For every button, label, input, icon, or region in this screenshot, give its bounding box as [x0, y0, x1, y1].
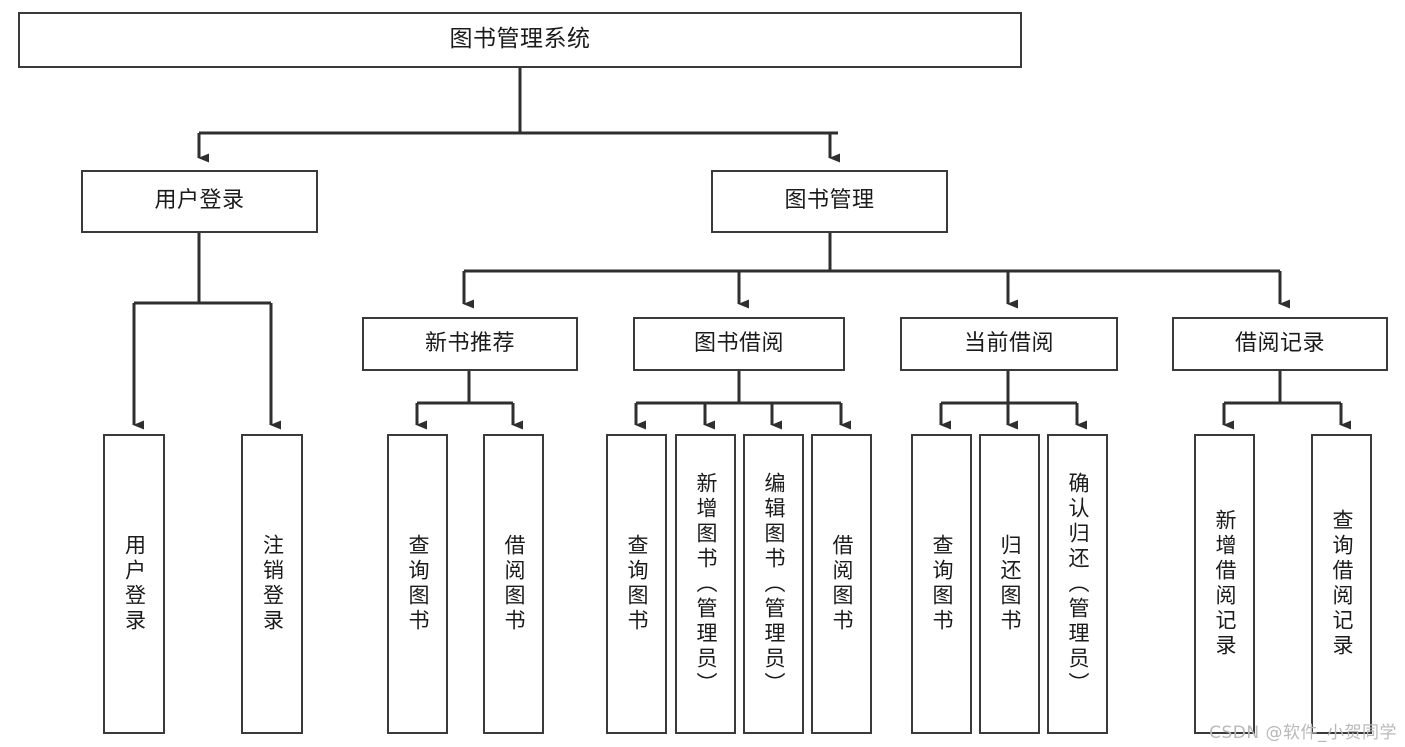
node-root-book-management-system[interactable]: 图书管理系统 [18, 12, 1022, 68]
node-label: 新书推荐 [424, 330, 515, 356]
node-label: 借阅图书 [830, 534, 854, 634]
node-new-book-recommend[interactable]: 新书推荐 [362, 317, 578, 371]
node-label: 用户登录 [154, 188, 245, 214]
node-label: 图书管理系统 [449, 26, 591, 53]
node-leaf-query-book-current[interactable]: 查询图书 [911, 434, 972, 734]
node-leaf-query-borrow-record[interactable]: 查询借阅记录 [1311, 434, 1372, 734]
node-leaf-borrow-book-recommend[interactable]: 借阅图书 [483, 434, 544, 734]
node-leaf-edit-book-admin[interactable]: 编辑图书（管理员） [743, 434, 804, 734]
node-label: 注销登录 [260, 534, 285, 634]
node-label: 确认归还（管理员） [1066, 471, 1090, 697]
node-user-login[interactable]: 用户登录 [81, 170, 318, 233]
node-leaf-add-borrow-record[interactable]: 新增借阅记录 [1194, 434, 1255, 734]
node-borrow-record[interactable]: 借阅记录 [1172, 317, 1388, 371]
node-label: 归还图书 [998, 534, 1022, 634]
node-leaf-query-book-borrow[interactable]: 查询图书 [606, 434, 667, 734]
node-leaf-return-book[interactable]: 归还图书 [979, 434, 1040, 734]
node-leaf-add-book-admin[interactable]: 新增图书（管理员） [675, 434, 736, 734]
node-label: 当前借阅 [963, 330, 1054, 356]
node-label: 新增借阅记录 [1213, 509, 1237, 659]
node-label: 借阅图书 [502, 534, 526, 634]
node-leaf-user-login[interactable]: 用户登录 [103, 434, 165, 734]
node-label: 查询借阅记录 [1330, 509, 1354, 659]
node-label: 查询图书 [930, 534, 954, 634]
node-label: 查询图书 [406, 534, 430, 634]
watermark-text: CSDN @软件_小贺同学 [1209, 723, 1397, 743]
node-label: 编辑图书（管理员） [762, 471, 786, 697]
node-label: 图书管理 [784, 188, 875, 214]
node-label: 图书借阅 [693, 330, 784, 356]
node-label: 用户登录 [122, 534, 147, 634]
node-leaf-borrow-book[interactable]: 借阅图书 [811, 434, 872, 734]
node-label: 查询图书 [625, 534, 649, 634]
node-leaf-confirm-return-admin[interactable]: 确认归还（管理员） [1047, 434, 1108, 734]
node-book-borrow[interactable]: 图书借阅 [633, 317, 845, 371]
node-current-borrow[interactable]: 当前借阅 [900, 317, 1118, 371]
node-label: 借阅记录 [1234, 330, 1325, 356]
node-book-manage[interactable]: 图书管理 [711, 170, 948, 233]
node-label: 新增图书（管理员） [694, 471, 718, 697]
node-leaf-query-book-recommend[interactable]: 查询图书 [387, 434, 448, 734]
node-leaf-logout[interactable]: 注销登录 [241, 434, 303, 734]
